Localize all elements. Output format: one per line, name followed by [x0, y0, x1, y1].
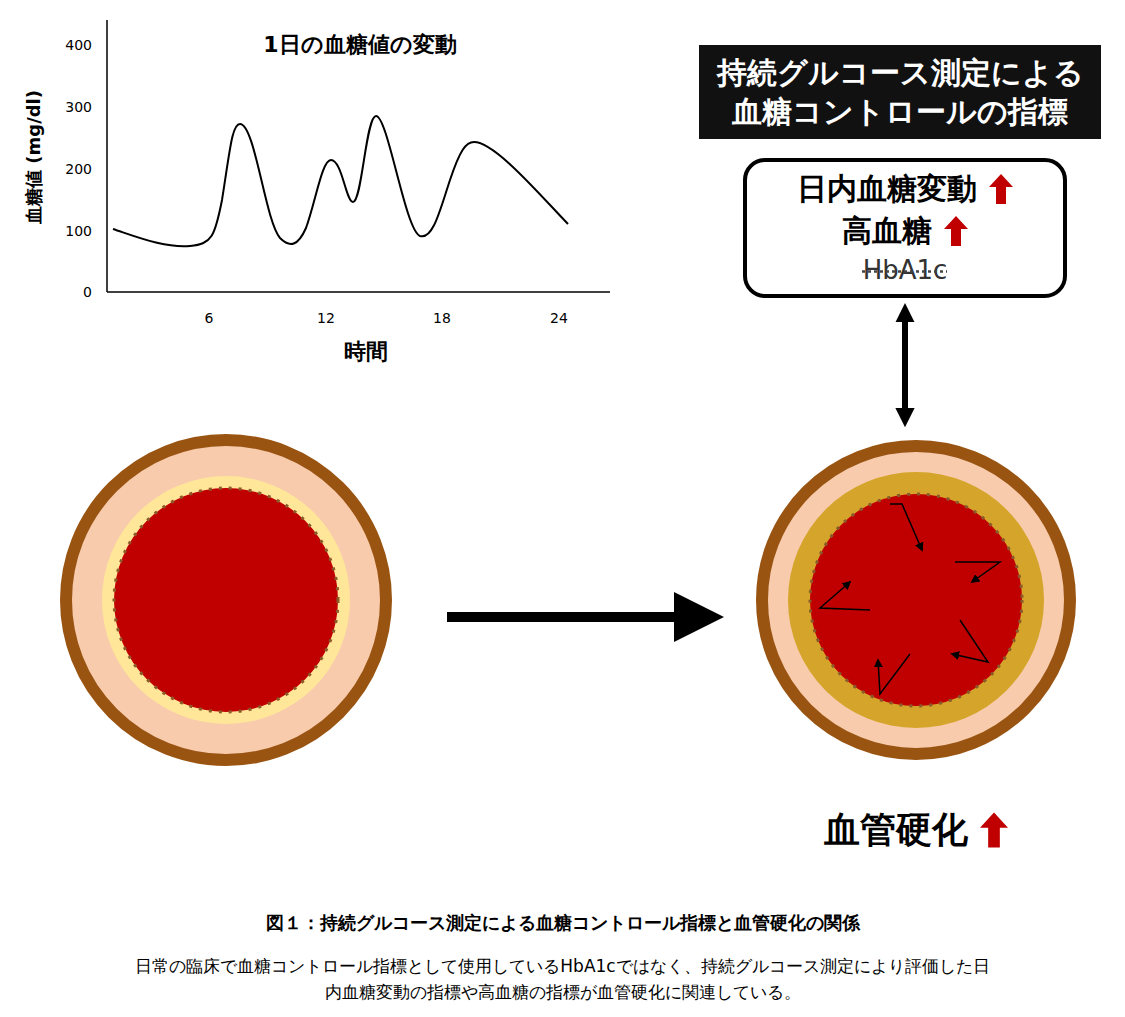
tick-label: 100	[65, 223, 92, 240]
heading-box: 持続グルコース測定による 血糖コントロールの指標	[699, 45, 1101, 139]
stiff-vessel	[750, 432, 1082, 768]
text-line: 高血糖	[842, 210, 968, 252]
tick-label: 18	[433, 310, 451, 327]
red-up-arrow-shape	[944, 216, 968, 246]
tick-label: 400	[65, 37, 92, 54]
double-arrow	[902, 320, 908, 410]
normal-vessel	[66, 440, 386, 760]
vessel-thick-layer	[788, 472, 1044, 728]
red-up-arrow-shape	[989, 174, 1013, 204]
tick-label: 12	[317, 310, 335, 327]
vessel-node: 血管硬化	[750, 432, 1082, 851]
text-line: 血管硬化	[824, 808, 1008, 851]
indicator-box: 日内血糖変動高血糖HbA1c	[743, 158, 1067, 298]
tick-label: 300	[65, 99, 92, 116]
red-up-arrow	[989, 174, 1013, 204]
axis-title: 血糖値 (mg/dl)	[23, 90, 45, 224]
vessel-lumen	[810, 494, 1022, 706]
chart-title: 1日の血糖値の変動	[263, 32, 456, 58]
node-text: 持続グルコース測定による 血糖コントロールの指標	[716, 53, 1085, 131]
node-text: 日内血糖変動	[797, 168, 977, 210]
red-up-arrow	[944, 216, 968, 246]
tick-label: 24	[550, 310, 568, 327]
axis-title: 時間	[344, 339, 388, 365]
red-up-arrow-shape	[980, 812, 1008, 847]
node-text: HbA1c	[863, 252, 948, 288]
text-line: HbA1c	[863, 252, 948, 288]
text-line: 持続グルコース測定による 血糖コントロールの指標	[716, 53, 1085, 131]
chart-axes	[107, 20, 610, 292]
pressure-arrow	[820, 582, 870, 610]
vessel-adventitia	[762, 446, 1070, 754]
node-text: 高血糖	[842, 210, 932, 252]
tick-label: 200	[65, 161, 92, 178]
text-line: 日内血糖変動	[797, 168, 1013, 210]
tick-label: 6	[205, 310, 214, 327]
pressure-arrow	[878, 654, 910, 694]
red-up-arrow	[980, 812, 1008, 848]
progression-arrow	[447, 612, 684, 622]
node-text: 血管硬化	[824, 808, 968, 851]
pressure-arrow	[890, 504, 922, 550]
pressure-arrow	[952, 620, 988, 662]
figure-caption: 日常の臨床で血糖コントロール指標として使用しているHbA1cではなく、持続グルコ…	[135, 953, 990, 1005]
pressure-arrow	[955, 562, 1000, 582]
figure-title: 図１：持続グルコース測定による血糖コントロール指標と血管硬化の関係	[0, 910, 1125, 936]
glucose-curve	[113, 116, 568, 246]
tick-label: 0	[83, 284, 92, 301]
